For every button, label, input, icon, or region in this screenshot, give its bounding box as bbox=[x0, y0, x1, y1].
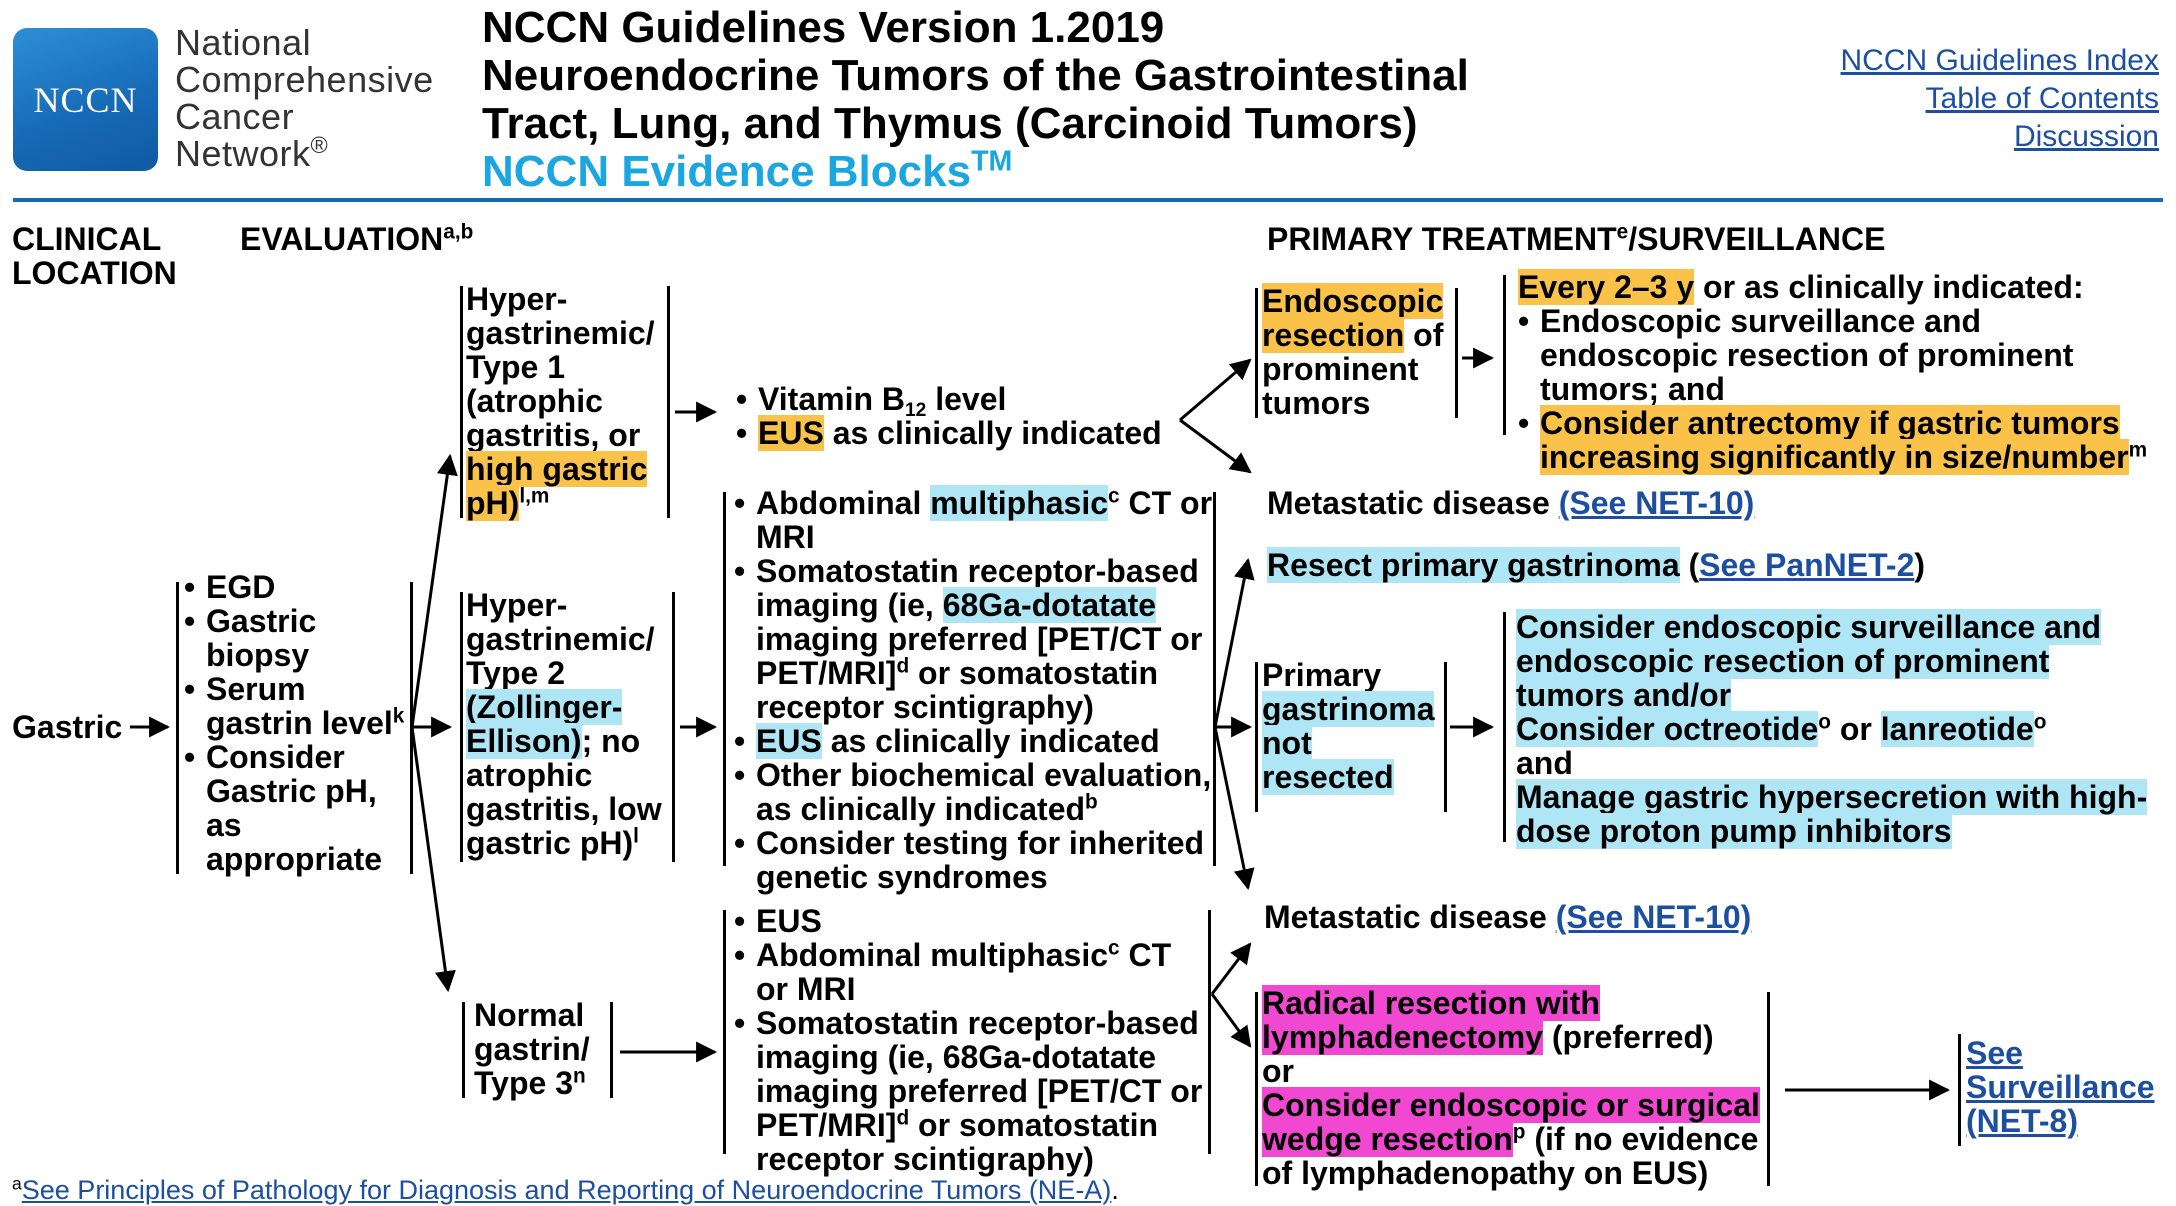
type3-workup-ct: Abdominal multiphasicc CT or MRI bbox=[734, 938, 1204, 1006]
type3-workup-somatostatin: Somatostatin receptor-based imaging (ie,… bbox=[734, 1006, 1204, 1176]
type2-options-bracket bbox=[1503, 612, 1506, 842]
arrow-type1-to-resection bbox=[1179, 358, 1252, 422]
type1-label: Hyper- gastrinemic/ Type 1 (atrophic gas… bbox=[466, 281, 655, 521]
header-divider bbox=[13, 198, 2163, 202]
footnote-pathology-link[interactable]: See Principles of Pathology for Diagnosi… bbox=[21, 1175, 1112, 1205]
eval-item-biopsy: Gastric biopsy bbox=[184, 604, 414, 672]
not-resected-bracket-right bbox=[1444, 662, 1447, 812]
type1-workup: Vitamin B12 level EUS as clinically indi… bbox=[736, 382, 1162, 451]
title-line-2: Neuroendocrine Tumors of the Gastrointes… bbox=[482, 51, 1469, 100]
type1-surv-bracket bbox=[1503, 275, 1506, 435]
not-resected-bracket-left bbox=[1255, 662, 1258, 812]
type3-treat-bracket-left bbox=[1255, 992, 1258, 1186]
see-net10-link-1[interactable]: (See NET-10) bbox=[1558, 485, 1755, 521]
type1-bracket-left bbox=[460, 286, 463, 518]
type1-surv-item-1: Endoscopic surveillance and endoscopic r… bbox=[1518, 304, 2158, 406]
arrow-type1-to-metastatic bbox=[1179, 418, 1252, 474]
type2-bracket-right bbox=[672, 592, 675, 862]
evaluation-header: EVALUATIONa,b bbox=[240, 220, 474, 257]
type3-workup-bracket-left bbox=[723, 910, 726, 1154]
type2-workup-ct: Abdominal multiphasicc CT or MRI bbox=[734, 485, 1214, 554]
org-name: National Comprehensive Cancer Network® bbox=[175, 22, 434, 174]
type2-options: Consider endoscopic surveillance and end… bbox=[1516, 609, 2148, 849]
type1-treatment: Endoscopic resection of prominent tumors bbox=[1262, 283, 1444, 421]
type2-workup-bracket-right bbox=[1213, 492, 1216, 866]
type3-treatment: Radical resection with lymphadenectomy (… bbox=[1262, 985, 1760, 1191]
type2-not-resected: Primary gastrinoma not resected bbox=[1262, 657, 1435, 795]
type2-metastatic-1: Metastatic disease (See NET-10) bbox=[1267, 485, 1755, 521]
type2-workup-genetic: Consider testing for inherited genetic s… bbox=[734, 826, 1214, 894]
type3-workup-eus: EUS bbox=[734, 904, 1204, 938]
arrow-eval-to-type3 bbox=[410, 726, 456, 993]
type2-workup-biochemical: Other biochemical evaluation, as clinica… bbox=[734, 758, 1214, 826]
see-net10-link-2[interactable]: (See NET-10) bbox=[1555, 899, 1752, 935]
arrow-workup-to-resect bbox=[1213, 557, 1255, 728]
nccn-logo: NCCN bbox=[13, 28, 158, 171]
type2-workup: Abdominal multiphasicc CT or MRI Somatos… bbox=[734, 485, 1214, 894]
type2-workup-bracket-left bbox=[723, 492, 726, 866]
gastric-label: Gastric bbox=[12, 709, 123, 745]
type2-workup-somatostatin: Somatostatin receptor-based imaging (ie,… bbox=[734, 554, 1214, 724]
top-links: NCCN Guidelines Index Table of Contents … bbox=[1841, 42, 2159, 156]
type2-metastatic-2: Metastatic disease (See NET-10) bbox=[1264, 899, 1752, 935]
logo-text: NCCN bbox=[33, 79, 138, 120]
type3-label: Normal gastrin/ Type 3n bbox=[474, 997, 590, 1101]
type2-label: Hyper- gastrinemic/ Type 2 (Zollinger- E… bbox=[466, 587, 662, 861]
type1-workup-eus: EUS as clinically indicated bbox=[736, 415, 1162, 451]
type3-bracket-left bbox=[462, 1002, 465, 1098]
type3-bracket-right bbox=[610, 1002, 613, 1098]
type1-surveillance: Every 2–3 y or as clinically indicated: … bbox=[1518, 269, 2158, 475]
see-pannet2-link[interactable]: See PanNET-2 bbox=[1699, 547, 1915, 583]
type1-workup-vitb12: Vitamin B12 level bbox=[736, 382, 1162, 420]
eval-bracket-left bbox=[176, 582, 179, 874]
guidelines-index-link[interactable]: NCCN Guidelines Index bbox=[1840, 44, 2159, 77]
footnote: aSee Principles of Pathology for Diagnos… bbox=[12, 1173, 1119, 1205]
type1-bracket-right bbox=[667, 286, 670, 518]
type3-workup: EUS Abdominal multiphasicc CT or MRI Som… bbox=[734, 904, 1204, 1176]
type3-treat-bracket-right bbox=[1767, 992, 1770, 1186]
type2-bracket-left bbox=[460, 592, 463, 862]
arrow-workup3-to-radical bbox=[1210, 993, 1252, 1048]
eval-item-egd: EGD bbox=[184, 570, 414, 604]
type1-treat-bracket-right bbox=[1455, 288, 1458, 418]
type2-resect: Resect primary gastrinoma (See PanNET-2) bbox=[1267, 547, 1926, 583]
eval-item-ph: Consider Gastric pH, as appropriate bbox=[184, 740, 414, 876]
surveillance-bracket bbox=[1958, 1034, 1961, 1146]
discussion-link[interactable]: Discussion bbox=[2013, 120, 2159, 153]
eval-item-gastrin: Serum gastrin levelk bbox=[184, 672, 414, 740]
type1-surv-item-2: Consider antrectomy if gastric tumors in… bbox=[1518, 405, 2158, 475]
type3-workup-bracket-right bbox=[1208, 910, 1211, 1154]
type2-workup-eus: EUS as clinically indicated bbox=[734, 723, 1214, 759]
title-line-3: Tract, Lung, and Thymus (Carcinoid Tumor… bbox=[482, 99, 1418, 148]
evaluation-list: EGD Gastric biopsy Serum gastrin levelk … bbox=[184, 570, 414, 876]
primary-treatment-header: PRIMARY TREATMENTe/SURVEILLANCE bbox=[1267, 220, 1886, 257]
arrow-workup3-to-metastatic bbox=[1210, 942, 1252, 995]
arrow-eval-to-type1 bbox=[410, 453, 458, 728]
see-surveillance-link[interactable]: See Surveillance (NET-8) bbox=[1966, 1035, 2155, 1139]
title-version: NCCN Guidelines Version 1.2019 bbox=[482, 3, 1165, 52]
arrow-workup-to-metastatic2 bbox=[1213, 726, 1255, 891]
clinical-location-header: CLINICAL LOCATION bbox=[12, 221, 177, 291]
evidence-blocks-label: NCCN Evidence BlocksTM bbox=[482, 145, 1013, 196]
table-of-contents-link[interactable]: Table of Contents bbox=[1925, 82, 2159, 115]
type1-treat-bracket-left bbox=[1255, 288, 1258, 418]
page-title: NCCN Guidelines Version 1.2019 Neuroendo… bbox=[482, 4, 1469, 196]
